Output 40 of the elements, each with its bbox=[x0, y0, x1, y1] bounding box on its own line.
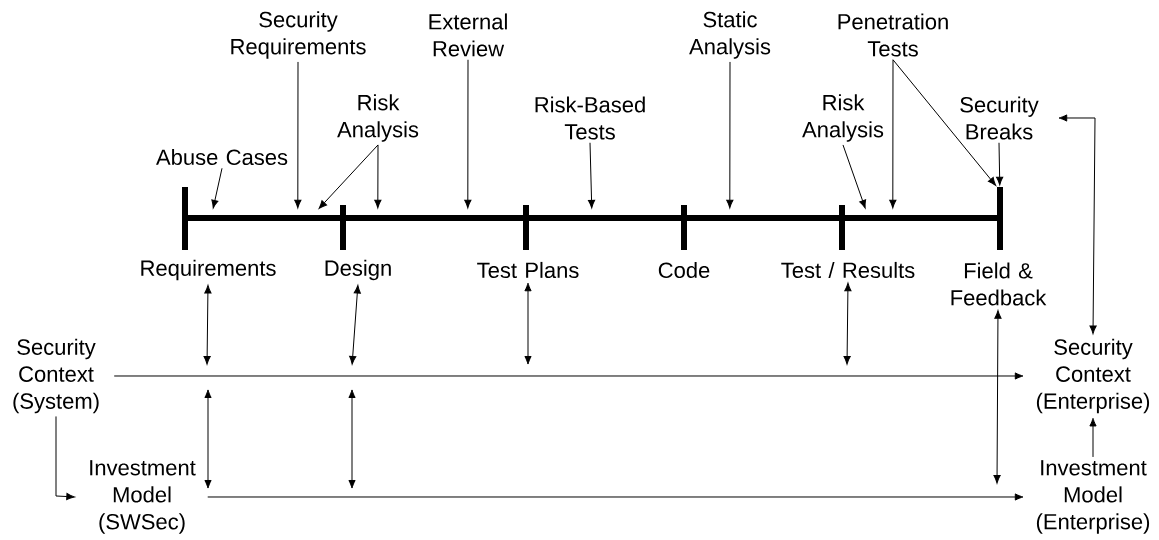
arrow bbox=[207, 493, 1024, 501]
arrow bbox=[842, 144, 867, 209]
activity-label: Investment Model (Enterprise) bbox=[1036, 460, 1150, 534]
activity-label: Security Breaks bbox=[960, 96, 1039, 140]
arrow bbox=[349, 284, 361, 365]
arrow bbox=[1089, 417, 1097, 458]
arrow bbox=[1058, 114, 1097, 335]
arrow bbox=[464, 59, 472, 209]
arrow bbox=[843, 282, 852, 365]
activity-label: Security Context (Enterprise) bbox=[1036, 338, 1150, 414]
activity-label: Static Analysis bbox=[689, 11, 771, 59]
arrow bbox=[993, 310, 1002, 484]
activity-label: Risk Analysis bbox=[802, 94, 884, 142]
activity-label: Requirements bbox=[141, 259, 276, 281]
activity-label: Risk Analysis bbox=[337, 94, 419, 142]
activity-label: External Review bbox=[429, 13, 507, 57]
activity-label: Security Context (System) bbox=[13, 338, 99, 414]
arrow bbox=[587, 142, 596, 209]
phase-label: Code bbox=[658, 261, 710, 279]
activity-label: Test Plans bbox=[477, 261, 579, 279]
arrow bbox=[113, 372, 1024, 380]
arrow bbox=[524, 282, 532, 365]
arrow bbox=[211, 167, 223, 209]
arrow bbox=[889, 59, 897, 209]
activity-label: Design bbox=[325, 259, 391, 281]
arrow bbox=[294, 61, 302, 209]
activity-label: Investment Model (SWSec) bbox=[90, 460, 196, 534]
activity-label: Security Requirements bbox=[231, 11, 366, 59]
arrow bbox=[203, 284, 212, 365]
activity-label: Penetration Tests bbox=[838, 13, 948, 57]
arrow bbox=[996, 142, 1004, 186]
arrow bbox=[726, 61, 734, 209]
activity-label: Abuse Cases bbox=[156, 148, 288, 166]
activity-label: Field & Feedback bbox=[951, 262, 1047, 306]
arrow bbox=[892, 59, 997, 186]
arrow bbox=[374, 144, 382, 209]
arrow bbox=[55, 415, 75, 501]
arrow bbox=[318, 144, 379, 209]
activity-label: Risk-Based Tests bbox=[535, 96, 645, 140]
activity-label: Test / Results bbox=[781, 261, 915, 279]
